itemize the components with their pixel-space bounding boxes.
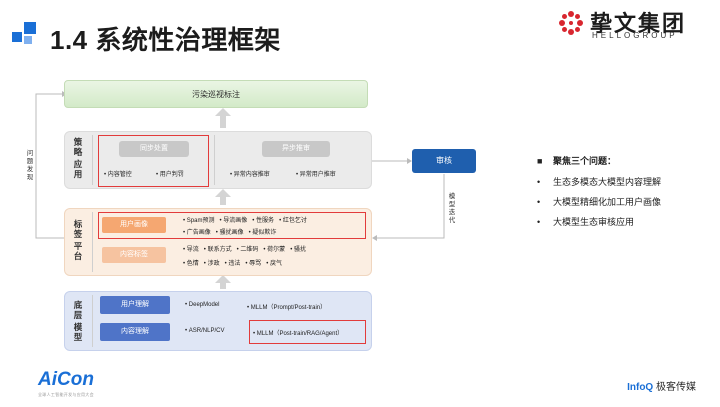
user-portrait-button[interactable]: 用户画像	[102, 217, 166, 233]
logo-chinese-name: 挚文集团	[590, 11, 687, 36]
focus-item: •大模型生态审核应用	[537, 217, 635, 227]
user-tag-row-1: • Spam预测 • 导流画像 • 性服务 • 红包乞讨	[183, 218, 307, 224]
title-mark-icon	[12, 22, 40, 50]
page-title: 1.4 系统性治理框架	[50, 25, 281, 55]
focus-item: •大模型精细化加工用户画像	[537, 197, 662, 207]
sync-item-user-penalty: • 用户判罚	[156, 172, 184, 178]
tag-separator	[92, 212, 93, 272]
async-item-content-review: • 异常内容推审	[230, 172, 270, 178]
arrow-head-1	[215, 108, 231, 116]
user-model-item-deepmodel: • DeepModel	[185, 302, 220, 308]
strategy-layer-label: 策 略 应 用	[73, 137, 83, 179]
content-tag-button[interactable]: 内容标签	[102, 247, 166, 263]
arrow-shaft-1	[220, 112, 226, 128]
problem-discovery-line	[35, 93, 64, 239]
review-box: 审核	[412, 149, 476, 173]
model-iteration-arrowhead	[372, 235, 377, 241]
content-tag-row-2: • 色情 • 涉政 • 违法 • 辱骂 • 戾气	[183, 261, 282, 267]
hellogroup-logo: 挚文集团 HELLOGROUP	[558, 4, 708, 44]
content-tag-row-1: • 导流 • 联系方式 • 二维码 • 荷尔蒙 • 骚扰	[183, 247, 306, 253]
sync-process-button[interactable]: 同步处置	[119, 141, 189, 157]
focus-heading: ■聚焦三个问题：	[537, 156, 617, 166]
logo-english-name: HELLOGROUP	[592, 31, 678, 40]
arrow-head-2	[215, 189, 231, 197]
mllm-agent-highlight-box	[249, 320, 366, 344]
user-tag-row-2: • 广告画像 • 骚扰画像 • 疑似欺诈	[183, 230, 277, 236]
strategy-layer	[64, 131, 372, 189]
sync-highlight-box	[98, 135, 209, 187]
aicon-logo: AiCon	[38, 369, 94, 390]
problem-discovery-label: 问 题 发 现	[26, 150, 34, 181]
model-iteration-line	[374, 174, 445, 239]
focus-list: ■聚焦三个问题： •生态多模态大模型内容理解 •大模型精细化加工用户画像 •大模…	[537, 154, 661, 235]
hellogroup-logo-icon	[559, 11, 583, 35]
content-model-item-asr: • ASR/NLP/CV	[185, 328, 225, 334]
model-iteration-label: 模 型 迭 代	[448, 193, 456, 224]
arrow-head-3	[215, 275, 231, 283]
user-model-item-mllm: • MLLM（Prompt/Post-train）	[247, 305, 327, 311]
sync-item-content-control: • 内容管控	[104, 172, 132, 178]
aicon-subtitle: 全球人工智能开发与应用大会	[38, 392, 94, 397]
to-review-arrowhead	[407, 158, 412, 164]
arrow-shaft-3	[220, 279, 226, 289]
async-item-user-review: • 异常用户推审	[296, 172, 336, 178]
async-review-button[interactable]: 异步推审	[262, 141, 330, 157]
user-portrait-highlight-box	[98, 212, 366, 239]
content-understanding-button[interactable]: 内容理解	[100, 323, 170, 341]
focus-item: •生态多模态大模型内容理解	[537, 177, 662, 187]
user-understanding-button[interactable]: 用户理解	[100, 296, 170, 314]
tag-layer-label: 标 签 平 台	[73, 219, 83, 261]
base-layer-label: 底 层 模 型	[73, 300, 83, 342]
base-separator	[92, 295, 93, 347]
pollution-patrol-box: 污染巡视标注	[64, 80, 368, 108]
strategy-separator	[92, 135, 93, 185]
arrow-shaft-2	[220, 193, 226, 205]
strategy-mid-separator	[214, 135, 215, 185]
infoq-logo: InfoQ 极客传媒	[627, 382, 696, 393]
content-model-item-mllm: • MLLM（Post-train/RAG/Agent）	[253, 331, 344, 337]
